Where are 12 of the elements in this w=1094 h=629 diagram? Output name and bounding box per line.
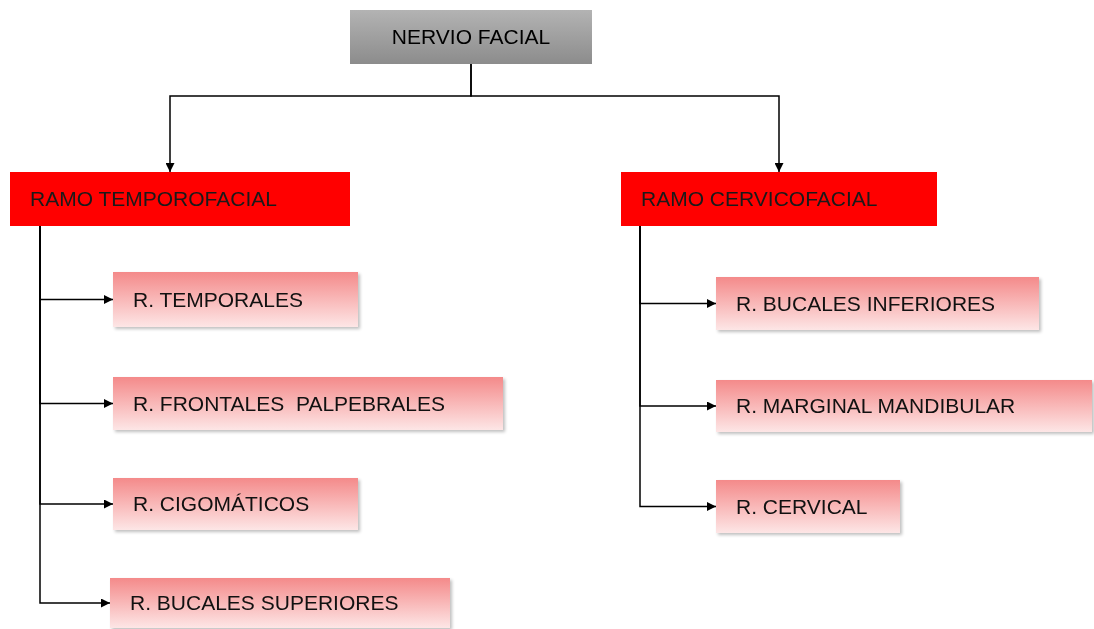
subbranch-box: R. BUCALES INFERIORES xyxy=(716,277,1039,330)
subbranch-box: R. CIGOMÁTICOS xyxy=(113,478,358,530)
subbranch-box: R. BUCALES SUPERIORES xyxy=(110,578,450,628)
subbranch-box: R. FRONTALES PALPEBRALES xyxy=(113,377,503,430)
subbranch-box: R. TEMPORALES xyxy=(113,272,358,327)
title-box: NERVIO FACIAL xyxy=(350,10,592,64)
subbranch-box: R. MARGINAL MANDIBULAR xyxy=(716,380,1092,432)
arrow xyxy=(639,225,717,511)
arrow xyxy=(470,63,784,173)
branch-box: RAMO CERVICOFACIAL xyxy=(621,172,937,226)
branch-box: RAMO TEMPOROFACIAL xyxy=(10,172,350,226)
subbranch-box: R. CERVICAL xyxy=(716,480,900,533)
